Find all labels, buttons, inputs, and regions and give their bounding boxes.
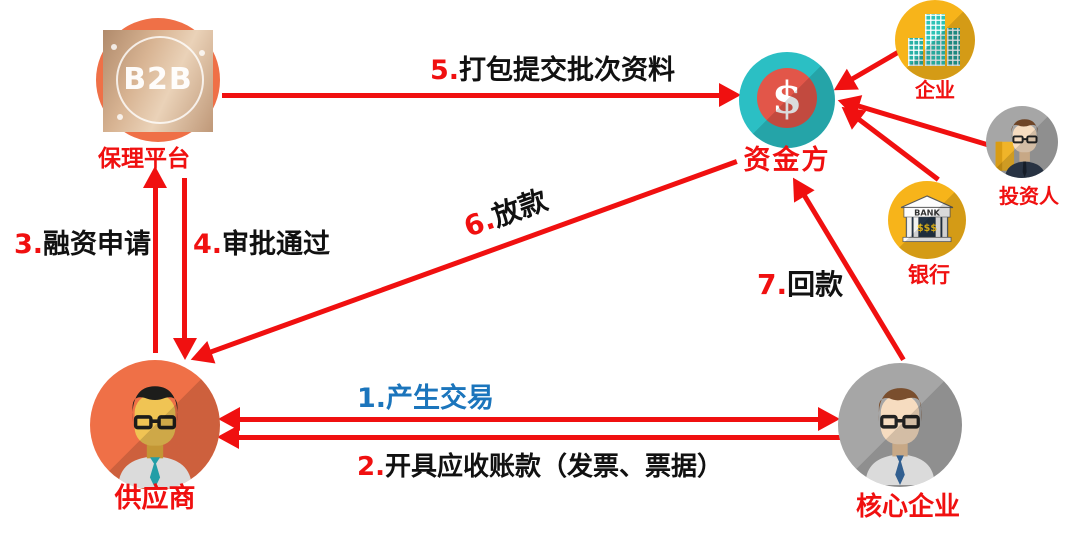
b2b-badge: B2B (123, 62, 193, 97)
edge-text: 融资申请 (43, 229, 152, 260)
b2b-photo: B2B (103, 30, 213, 132)
node-factoring-platform: B2B (96, 18, 220, 142)
arrow-head-icon (719, 83, 741, 107)
label-capital-provider: 资金方 (743, 145, 831, 176)
label-supplier: 供应商 (114, 483, 196, 514)
label-core-enterprise: 核心企业 (855, 492, 960, 522)
edge-text: 打包提交批次资料 (459, 55, 676, 86)
bank-sign-text: BANK (914, 208, 940, 218)
building-icon (925, 14, 945, 66)
edge-number: 7. (757, 268, 788, 301)
edge-label-5: 5.打包提交批次资料 (430, 48, 675, 87)
node-investor (986, 106, 1058, 178)
label-enterprise: 企业 (915, 78, 955, 102)
b2b-ring-icon (116, 36, 204, 124)
arrow-shaft (236, 416, 822, 422)
dollar-coin-icon: $ (757, 68, 817, 128)
edge-number: 2. (357, 452, 385, 482)
building-icon (908, 38, 923, 66)
node-enterprise (895, 0, 975, 80)
arrow-shaft (854, 103, 991, 149)
edge-text: 产生交易 (386, 383, 495, 414)
core-enterprise-person-icon (865, 388, 935, 485)
edge-number: 4. (193, 229, 223, 260)
label-factoring-platform: 保理平台 (98, 146, 190, 172)
edge-text: 开具应收账款（发票、票据） (384, 452, 723, 482)
edge-label-2: 2.开具应收账款（发票、票据） (357, 446, 723, 483)
edge-number: 3. (14, 229, 44, 260)
arrow-shaft (152, 184, 158, 353)
network-dot-icon (117, 114, 123, 120)
edge-number: 1. (357, 383, 387, 414)
node-capital-provider: $ (739, 52, 835, 148)
label-investor: 投资人 (999, 184, 1059, 208)
edge-text: 放款 (487, 183, 552, 234)
arrow-shaft (222, 92, 723, 98)
investor-person-icon (995, 119, 1046, 178)
edge-text: 审批通过 (222, 229, 331, 260)
arrow-shaft (235, 434, 956, 440)
arrow-head-icon (217, 425, 239, 449)
building-icon (947, 28, 960, 66)
bank-dollars-text: $$$ (917, 223, 937, 234)
arrow-shaft (182, 178, 188, 342)
node-supplier (90, 360, 220, 490)
bank-building-icon: BANK $$$ (900, 195, 954, 243)
edge-text: 回款 (787, 268, 844, 301)
edge-label-4: 4.审批通过 (193, 222, 330, 261)
node-bank: BANK $$$ (888, 181, 966, 259)
supplier-person-icon (118, 386, 192, 488)
network-dot-icon (111, 44, 117, 50)
node-core-enterprise (838, 363, 962, 487)
edge-label-1: 1.产生交易 (357, 376, 494, 415)
edge-number: 5. (430, 55, 460, 86)
network-dot-icon (199, 50, 205, 56)
edge-label-7: 7.回款 (757, 263, 843, 303)
label-bank: 银行 (908, 263, 950, 287)
arrow-head-icon (818, 407, 840, 431)
edge-label-3: 3.融资申请 (14, 222, 151, 261)
